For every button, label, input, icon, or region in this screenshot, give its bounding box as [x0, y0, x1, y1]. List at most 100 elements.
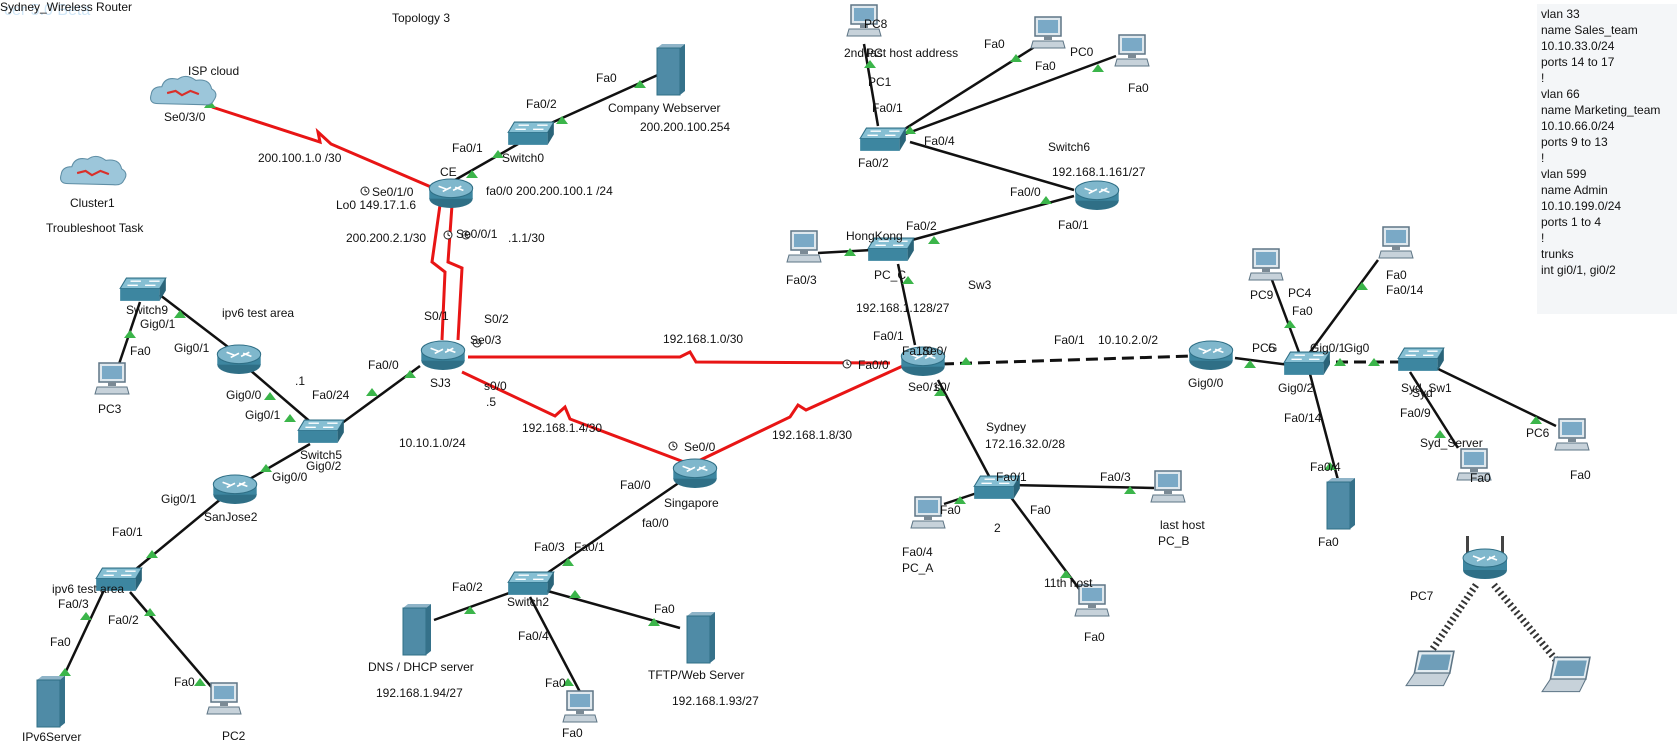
pc-c-icon[interactable] [786, 230, 822, 263]
sydney-wireless-router-icon[interactable] [1462, 536, 1508, 580]
switch5-icon[interactable] [297, 419, 345, 444]
eth-link-sw3-pcc[interactable] [817, 248, 873, 255]
eth-link-sydsw2-pc7[interactable] [1429, 363, 1557, 428]
eth-link-switch-mid-pca[interactable] [943, 490, 981, 506]
sj3-router-icon[interactable] [420, 340, 466, 371]
wireless-link-2 [1491, 582, 1559, 663]
hongkong-router-icon[interactable] [1074, 180, 1120, 211]
diagram-label: 192.168.1.8/30 [772, 428, 853, 442]
diagram-label: Fa0/4 [1310, 460, 1341, 474]
eth-link-sanjose2-switch-ipv6[interactable] [129, 497, 223, 575]
serial-link-sj3-hub[interactable] [468, 350, 891, 365]
diagram-label: PC3 [98, 402, 122, 416]
pc-b-icon[interactable] [1150, 470, 1186, 503]
pc2-icon[interactable] [206, 682, 242, 715]
pc7-icon[interactable] [1554, 418, 1590, 451]
note-line: 10.10.199.0/24 [1541, 199, 1622, 213]
topology-title: Topology 3 [392, 11, 451, 25]
diagram-label: PC8 [864, 17, 888, 31]
dns-dhcp-server-icon[interactable] [402, 604, 432, 656]
eth-link-switch2-tftp[interactable] [543, 588, 681, 630]
eth-link-sydsw1-sydserver[interactable] [1308, 373, 1340, 481]
diagram-label: Fa0/0 [858, 358, 889, 372]
diagram-label: PC1 [868, 75, 892, 89]
switch6-icon[interactable] [859, 127, 907, 152]
diagram-label: PC_A [902, 561, 934, 575]
diagram-label: Fa0 [174, 675, 195, 689]
eth-link-switch2-pc8[interactable] [528, 596, 582, 693]
syd-sw1-icon[interactable] [1283, 351, 1331, 376]
eth-link-switch6-pctop[interactable] [862, 43, 880, 127]
switch2-icon[interactable] [507, 571, 555, 596]
note-line: ! [1541, 151, 1545, 165]
eth-link-switch6-pc1[interactable] [899, 54, 1117, 138]
ipv6server-icon[interactable] [36, 676, 66, 728]
note-line: ! [1541, 71, 1545, 85]
diagram-label: .5 [486, 395, 497, 409]
eth-link-switch2-dns[interactable] [433, 590, 513, 622]
clock-icon [360, 186, 370, 196]
eth-link-sydsw1-pc4[interactable] [1270, 279, 1302, 356]
eth-link-sydsw1-pc5[interactable] [1306, 259, 1380, 356]
ce-router-icon[interactable] [428, 178, 474, 209]
diagram-label: IPv6Server [22, 730, 82, 744]
diagram-label: Fa0 [654, 602, 675, 616]
eth-link-sydsw2-pc6[interactable] [1408, 371, 1460, 449]
serial-link-sj3-singapore[interactable] [461, 370, 685, 464]
eth-link-switch-ipv6-ipv6server[interactable] [58, 589, 106, 685]
syd-server-icon[interactable] [1326, 478, 1356, 530]
pc3-icon[interactable] [94, 362, 130, 395]
laptop2-icon[interactable] [1541, 656, 1591, 693]
eth-link-switch5-sanjose2[interactable] [247, 442, 311, 482]
cluster1-cloud-icon[interactable] [59, 155, 127, 186]
eth-link-singapore-switch2[interactable] [539, 480, 681, 580]
eth-link-hub-sw3[interactable] [896, 263, 917, 346]
note-line: ! [1541, 231, 1545, 245]
tftp-web-server-icon[interactable] [686, 612, 716, 664]
isp-cloud-icon[interactable] [149, 75, 217, 106]
switch0-icon[interactable] [507, 121, 555, 146]
syd-sw2-icon[interactable] [1397, 347, 1445, 372]
diagram-label: fa0/0 200.200.100.1 /24 [486, 184, 613, 198]
sanjose2-router-icon[interactable] [212, 474, 258, 505]
diagram-label: Gig0/1 [174, 341, 210, 355]
eth-link-switch9-sanjose1[interactable] [159, 294, 233, 351]
singapore-router-icon[interactable] [672, 458, 718, 489]
diagram-label: CE [440, 165, 457, 179]
diagram-label: Gig0/0 [272, 470, 308, 484]
eth-link-switch-mid-pcb[interactable] [1009, 483, 1155, 490]
serial-link-ce-sj3-b[interactable] [446, 204, 464, 341]
diagram-label: Switch9 [126, 303, 169, 317]
eth-link-switch-ipv6-pc2[interactable] [129, 591, 215, 691]
diagram-label: Switch0 [502, 151, 545, 165]
serial-link-singapore-hub[interactable] [689, 363, 906, 467]
sanjose1-router-icon[interactable] [216, 344, 262, 375]
eth-link-ce-switch0[interactable] [454, 142, 519, 182]
pc4-icon[interactable] [1248, 248, 1284, 281]
diagram-label: 200.200.100.254 [640, 120, 731, 134]
eth-link-hongkong-switch6[interactable] [909, 140, 1075, 192]
eth-link-sanjose1-switch5[interactable] [249, 369, 315, 426]
sydney-router-icon[interactable] [1188, 340, 1234, 371]
company-webserver-icon[interactable] [656, 44, 686, 96]
pc8-icon[interactable] [562, 690, 598, 723]
serial-link-isp-ce[interactable] [211, 105, 439, 192]
pc0-icon[interactable] [1030, 16, 1066, 49]
diagram-label: Gig0/2 [1278, 381, 1314, 395]
diagram-label: Fa0/2 [906, 219, 937, 233]
diagram-label: Gig0/1 [161, 492, 197, 506]
dashed-link-hub-sydney[interactable] [941, 354, 1193, 366]
diagram-label: Fa0 [562, 726, 583, 740]
diagram-label: Singapore [664, 496, 719, 510]
diagram-label: ipv6 test area [52, 582, 125, 596]
pc1-icon[interactable] [1114, 34, 1150, 67]
pc5-icon[interactable] [1378, 226, 1414, 259]
laptop1-icon[interactable] [1405, 650, 1455, 687]
eth-link-hub-switch-mid[interactable] [936, 379, 992, 479]
eth-link-sydney-sydsw1[interactable] [1234, 356, 1291, 367]
serial-link-ce-sj3-a[interactable] [430, 204, 447, 341]
diagram-label: G [1268, 341, 1278, 355]
switch9-icon[interactable] [119, 277, 167, 302]
